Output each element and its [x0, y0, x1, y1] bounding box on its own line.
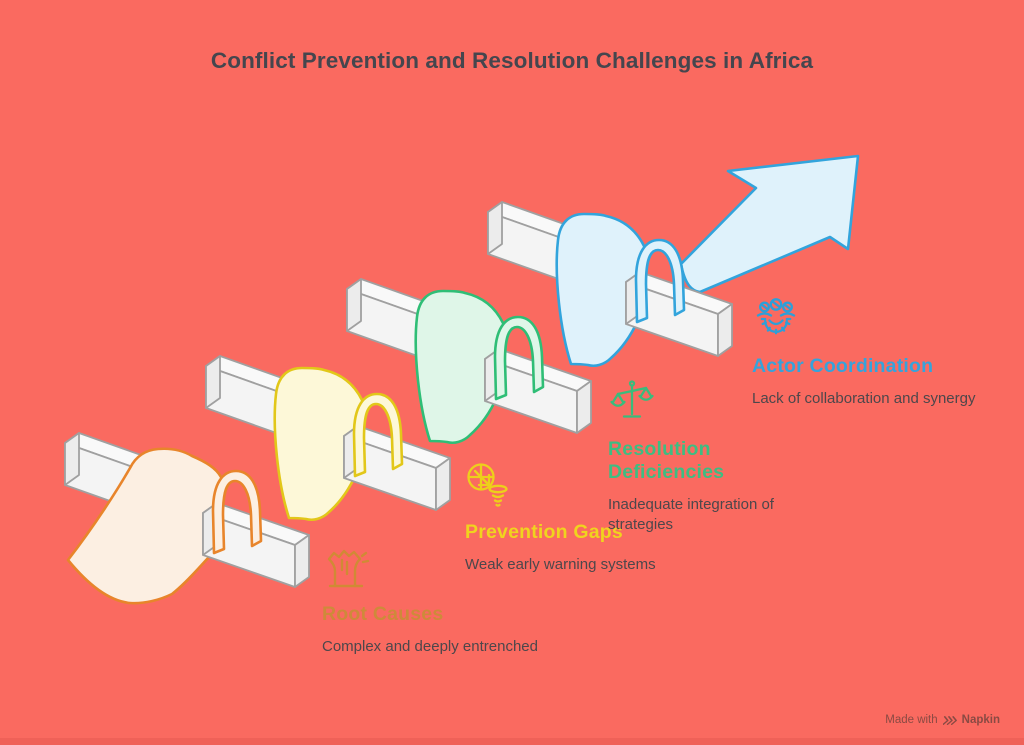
made-with-label: Made with	[885, 714, 938, 726]
ribbon-faces	[66, 154, 860, 605]
balance-scale-icon	[608, 378, 656, 426]
stage-prevention-gaps: Prevention Gaps Weak early warning syste…	[465, 461, 695, 575]
stage-description: Complex and deeply entrenched	[322, 638, 538, 655]
page-title: Conflict Prevention and Resolution Chall…	[210, 48, 814, 73]
tree-stump-icon	[322, 543, 370, 591]
stage-heading: Root Causes	[322, 603, 444, 625]
stage-resolution-deficiencies: Resolution Deficiencies Inadequate integ…	[608, 378, 823, 535]
footer-watermark: Made with Napkin	[885, 714, 1000, 726]
team-gear-icon	[752, 295, 800, 343]
stage-description: Inadequate integration of strategies	[608, 496, 774, 533]
stage-heading: Prevention Gaps	[465, 521, 623, 543]
stage-heading: Resolution Deficiencies	[608, 438, 725, 483]
stage-description: Weak early warning systems	[465, 556, 656, 573]
ribbon-fold-2	[493, 315, 545, 401]
bottom-strip	[0, 738, 1024, 745]
napkin-chevrons-icon	[942, 715, 957, 726]
stage-heading: Actor Coordination	[752, 355, 934, 377]
stage-root-causes: Root Causes Complex and deeply entrenche…	[322, 543, 552, 657]
ribbon-stage-2	[414, 289, 506, 445]
arrow-head	[679, 154, 860, 294]
ribbon-stage-3	[555, 212, 647, 368]
brand-label: Napkin	[961, 714, 1000, 726]
ribbon-fold-0	[211, 469, 263, 555]
ribbon-stage-1	[273, 366, 365, 522]
ribbon-folds	[211, 238, 686, 555]
stage-actor-coordination: Actor Coordination Lack of collaboration…	[752, 295, 997, 409]
stage-description: Lack of collaboration and synergy	[752, 390, 976, 407]
ribbon-fold-3	[634, 238, 686, 324]
ribbon-fold-1	[352, 392, 404, 478]
radar-tornado-icon	[465, 461, 513, 509]
